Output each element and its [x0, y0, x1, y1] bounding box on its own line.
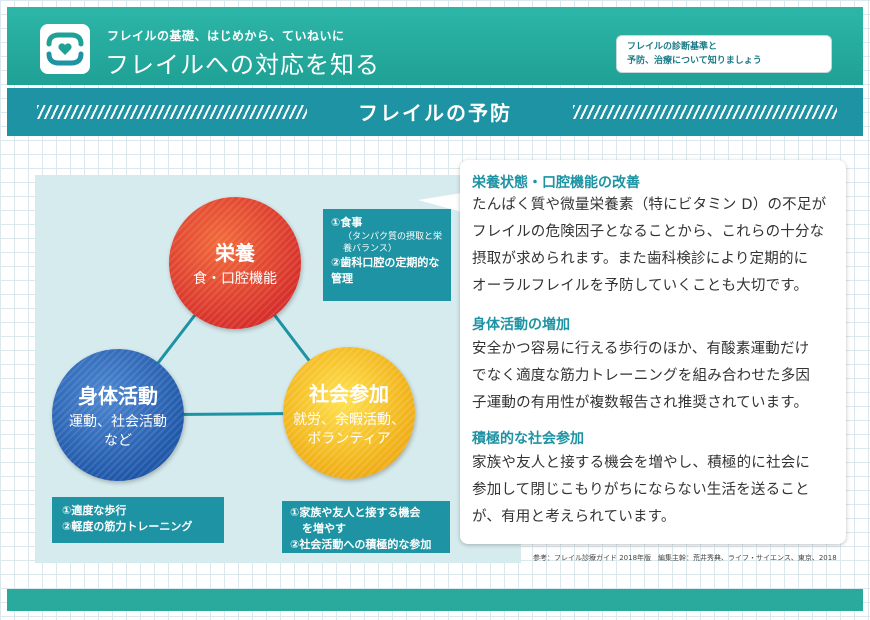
- box-item: ②軽度の筋力トレーニング: [62, 520, 193, 533]
- section-line: でなく適度な筋力トレーニングを組み合わせた多因: [472, 368, 811, 384]
- section-band: フレイルの予防: [7, 88, 863, 136]
- logo: [40, 24, 90, 74]
- section-line: 摂取が求められます。また歯科検診により定期的に: [472, 251, 809, 267]
- nutrition-box: ①食事 （タンパク質の摂取と栄養バランス） ②歯科口腔の定期的な管理: [323, 209, 451, 301]
- physical-box: ①適度な歩行 ②軽度の筋力トレーニング: [52, 497, 224, 543]
- section-body: 安全かつ容易に行える歩行のほか、有酸素運動だけ でなく適度な筋力トレーニングを組…: [472, 336, 838, 417]
- header-subtitle: フレイルの基礎、はじめから、ていねいに: [107, 29, 345, 43]
- footer-bar: [7, 589, 863, 611]
- nutrition-subtitle: 食・口腔機能: [193, 271, 277, 287]
- section-line: 参加して閉じこもりがちにならない生活を送ること: [472, 482, 810, 498]
- social-participation-circle: 社会参加 就労、余暇活動、 ボランティア: [283, 347, 415, 479]
- header-note: フレイルの診断基準と 予防、治療について知りましょう: [616, 35, 832, 73]
- section-title: 積極的な社会参加: [472, 431, 584, 447]
- section-title: 身体活動の増加: [472, 317, 570, 333]
- box-item: を増やす: [302, 522, 346, 535]
- section-title: 栄養状態・口腔機能の改善: [472, 175, 640, 191]
- box-item: ①家族や友人と接する機会: [290, 506, 421, 519]
- hands-heart-icon: [46, 32, 84, 66]
- header: フレイルの基礎、はじめから、ていねいに フレイルへの対応を知る フレイルの診断基…: [7, 7, 863, 85]
- hatch-decoration-left: [37, 105, 307, 119]
- physical-title: 身体活動: [78, 383, 158, 408]
- physical-activity-circle: 身体活動 運動、社会活動 など: [52, 349, 184, 481]
- header-note-line: フレイルの診断基準と: [627, 42, 718, 52]
- box-item: ②社会活動への積極的な参加: [290, 538, 432, 551]
- box-item-detail: （タンパク質の摂取と栄養バランス）: [343, 232, 443, 254]
- section-body: たんぱく質や微量栄養素（特にビタミン D）の不足が フレイルの危険因子となること…: [472, 192, 838, 300]
- section-body: 家族や友人と接する機会を増やし、積極的に社会に 参加して閉じこもりがちにならない…: [472, 450, 838, 531]
- section-line: 安全かつ容易に行える歩行のほか、有酸素運動だけ: [472, 341, 810, 357]
- social-subtitle: ボランティア: [307, 430, 391, 447]
- section-line: 子運動の有用性が複数報告され推奨されています。: [472, 395, 809, 411]
- callout-pointer: [418, 193, 462, 212]
- page-title: フレイルへの対応を知る: [105, 51, 380, 79]
- box-item: ②歯科口腔の定期的な管理: [331, 256, 440, 285]
- section-line: が、有用と考えられています。: [472, 509, 676, 525]
- section-line: 家族や友人と接する機会を増やし、積極的に社会に: [472, 455, 811, 471]
- section-line: たんぱく質や微量栄養素（特にビタミン D）の不足が: [472, 197, 827, 213]
- social-box: ①家族や友人と接する機会 を増やす ②社会活動への積極的な参加: [282, 501, 450, 553]
- band-title: フレイルの予防: [358, 101, 512, 125]
- reference-note: 参考：フレイル診療ガイド 2018年版 編集主幹：荒井秀典、ライフ・サイエンス、…: [533, 554, 837, 562]
- section-line: フレイルの危険因子となることから、これらの十分な: [472, 224, 825, 240]
- box-item: ①適度な歩行: [62, 504, 127, 517]
- explanation-card: 栄養状態・口腔機能の改善 たんぱく質や微量栄養素（特にビタミン D）の不足が フ…: [460, 160, 846, 544]
- prevention-diagram: 栄養 食・口腔機能 身体活動 運動、社会活動 など 社会参加 就労、余暇活動、 …: [35, 175, 521, 563]
- physical-subtitle: など: [104, 432, 132, 449]
- nutrition-title: 栄養: [215, 241, 255, 265]
- header-note-line: 予防、治療について知りましょう: [627, 56, 762, 66]
- hatch-decoration-right: [573, 105, 837, 119]
- section-line: オーラルフレイルを予防していくことも大切です。: [472, 278, 809, 294]
- social-subtitle: 就労、余暇活動、: [293, 411, 405, 428]
- nutrition-circle: 栄養 食・口腔機能: [169, 197, 301, 329]
- physical-subtitle: 運動、社会活動: [69, 413, 167, 430]
- social-title: 社会参加: [309, 381, 389, 406]
- box-item: ①食事: [331, 216, 363, 229]
